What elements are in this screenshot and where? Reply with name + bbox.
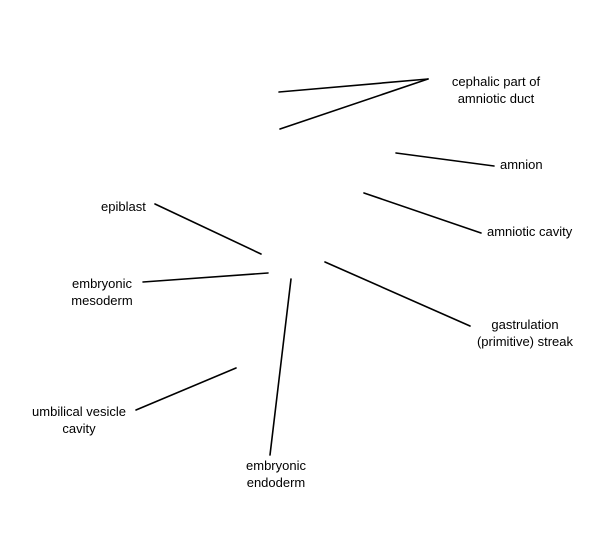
label-umbilical-vesicle-cavity: umbilical vesicle cavity <box>20 403 138 437</box>
label-umbilical-line1: umbilical vesicle <box>32 404 126 419</box>
label-amniotic-cavity: amniotic cavity <box>487 223 572 240</box>
label-amniotic-cavity-text: amniotic cavity <box>487 224 573 239</box>
label-mesoderm-line2: mesoderm <box>71 293 133 308</box>
label-cephalic-amniotic-duct: cephalic part of amniotic duct <box>426 73 566 107</box>
label-endoderm-line1: embryonic <box>246 458 306 473</box>
leader-line-epiblast <box>154 203 262 255</box>
label-mesoderm-line1: embryonic <box>72 276 132 291</box>
leader-line-cephalic-duct-upper <box>278 78 429 93</box>
label-gastrulation-line1: gastrulation <box>491 317 559 332</box>
leader-line-cephalic-duct-lower <box>279 78 429 130</box>
label-endoderm-line2: endoderm <box>246 475 306 490</box>
leader-line-amniotic-cavity <box>363 192 482 234</box>
label-amnion-text: amnion <box>500 157 543 172</box>
label-embryonic-mesoderm: embryonic mesoderm <box>62 275 142 309</box>
label-cephalic-line1: cephalic part of <box>451 74 541 89</box>
leader-line-embryonic-endoderm <box>269 278 292 456</box>
label-embryonic-endoderm: embryonic endoderm <box>236 457 316 491</box>
leader-line-gastrulation-streak <box>324 261 471 327</box>
label-gastrulation-streak: gastrulation (primitive) streak <box>460 316 590 350</box>
label-epiblast-text: epiblast <box>101 199 146 214</box>
label-epiblast: epiblast <box>101 198 146 215</box>
label-gastrulation-line2: (primitive) streak <box>476 334 574 349</box>
label-umbilical-line2: cavity <box>62 421 96 436</box>
leader-line-amnion <box>395 152 495 167</box>
label-cephalic-line2: amniotic duct <box>457 91 535 106</box>
leader-line-umbilical-vesicle-cavity <box>135 367 237 411</box>
leader-line-embryonic-mesoderm <box>142 272 269 283</box>
label-amnion: amnion <box>500 156 543 173</box>
